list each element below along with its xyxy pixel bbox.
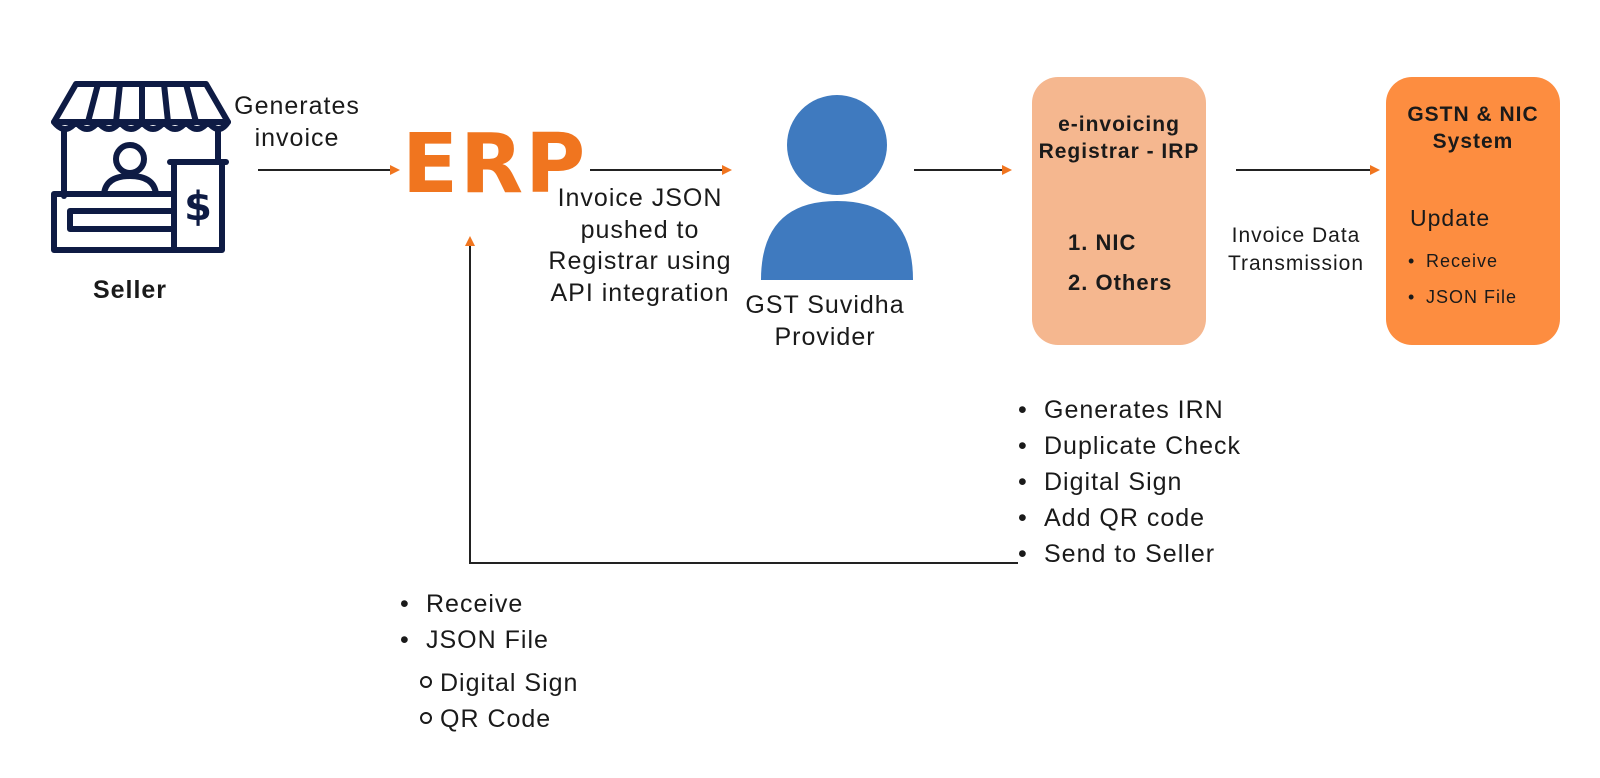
gstn-box: GSTN & NIC System Update •Receive •JSON … bbox=[1386, 77, 1560, 345]
irp-item: 1. NIC bbox=[1068, 230, 1137, 255]
transmission-label: Invoice Data Transmission bbox=[1227, 224, 1365, 275]
gstn-item: •Receive bbox=[1408, 251, 1499, 271]
irp-actions-list: •Generates IRN •Duplicate Check •Digital… bbox=[1018, 392, 1241, 572]
erp-logo: ERP bbox=[402, 117, 588, 212]
irp-action-item: •Add QR code bbox=[1018, 504, 1206, 532]
generates-invoice-label: Generates invoice bbox=[234, 92, 360, 152]
seller-label: Seller bbox=[92, 276, 168, 304]
invoice-json-label: Invoice JSON pushed to Registrar using A… bbox=[548, 184, 732, 307]
gstn-title: GSTN & NIC System bbox=[1407, 103, 1539, 153]
erp-receive-subitem: QR Code bbox=[420, 701, 578, 737]
irp-list: 1. NIC 2. Others bbox=[1068, 223, 1172, 303]
irp-action-item: •Send to Seller bbox=[1018, 540, 1216, 568]
person-icon bbox=[761, 95, 913, 280]
irp-title: e-invoicing Registrar - IRP bbox=[1038, 113, 1200, 163]
irp-item: 2. Others bbox=[1068, 270, 1173, 295]
erp-receive-subitem: Digital Sign bbox=[420, 665, 578, 701]
gstn-item: •JSON File bbox=[1408, 287, 1518, 307]
store-icon: $ bbox=[51, 81, 231, 253]
erp-receive-item: •JSON File bbox=[400, 626, 549, 654]
irp-box: e-invoicing Registrar - IRP 1. NIC 2. Ot… bbox=[1032, 77, 1206, 345]
arrow-return-to-erp bbox=[465, 236, 1018, 564]
svg-text:$: $ bbox=[184, 184, 212, 230]
gsp-label: GST Suvidha Provider bbox=[745, 291, 905, 351]
gstn-list: •Receive •JSON File bbox=[1408, 243, 1517, 315]
erp-receive-sublist: Digital Sign QR Code bbox=[420, 665, 578, 737]
irp-action-item: •Generates IRN bbox=[1018, 396, 1224, 424]
erp-receive-item: •Receive bbox=[400, 590, 524, 618]
irp-action-item: •Duplicate Check bbox=[1018, 432, 1242, 460]
irp-action-item: •Digital Sign bbox=[1018, 468, 1183, 496]
gstn-update-label: Update bbox=[1410, 205, 1491, 231]
erp-receive-list: •Receive •JSON File bbox=[400, 586, 549, 658]
